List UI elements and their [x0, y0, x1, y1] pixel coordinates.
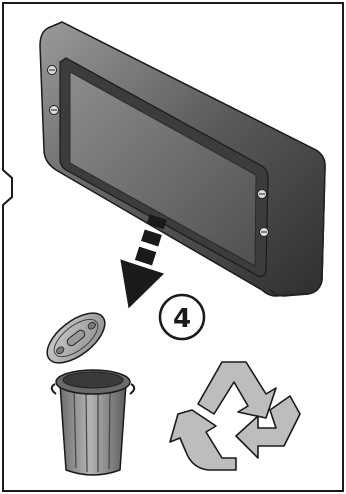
step-badge: 4 — [160, 295, 204, 339]
step-number: 4 — [173, 304, 191, 334]
